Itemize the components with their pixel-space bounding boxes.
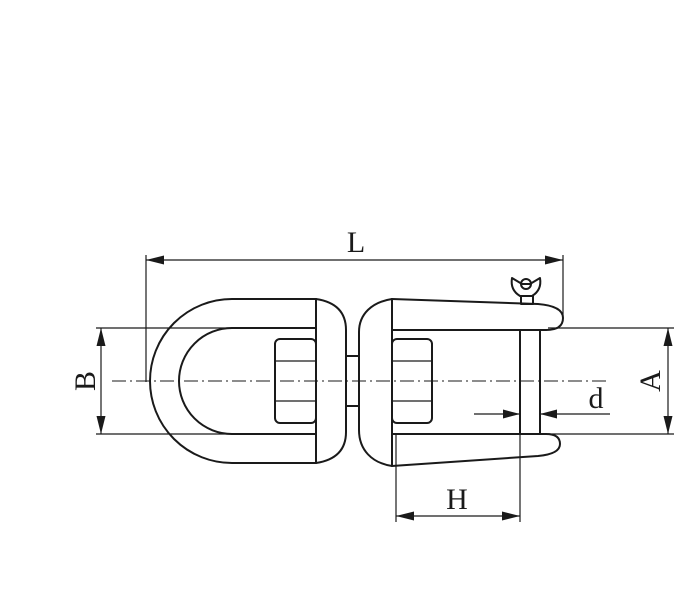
dimension-a-arrow-bottom bbox=[663, 416, 673, 434]
dimension-d-label: d bbox=[589, 382, 604, 415]
dimension-b-arrow-top bbox=[96, 328, 106, 346]
wing-nut-shank bbox=[520, 295, 534, 305]
wing-nut-wings bbox=[510, 277, 542, 297]
dimension-h-arrow-right bbox=[502, 511, 520, 521]
swivel-jaw bbox=[358, 277, 564, 467]
dimension-l-arrow-right bbox=[545, 255, 563, 265]
dimension-d-arrow-left bbox=[503, 409, 520, 419]
dimension-a-arrow-top bbox=[663, 328, 673, 346]
dimension-d-arrow-right bbox=[540, 409, 557, 419]
dimension-l-label: L bbox=[347, 226, 365, 259]
dimension-h-label: H bbox=[446, 483, 468, 516]
swivel-eye bbox=[149, 298, 347, 464]
dimension-h: H bbox=[395, 434, 521, 522]
dimension-a-label: A bbox=[634, 370, 667, 392]
wing-nut-hub bbox=[520, 278, 532, 290]
dimension-b: B bbox=[69, 327, 232, 435]
dimension-b-arrow-bottom bbox=[96, 416, 106, 434]
dimension-l: L bbox=[145, 226, 564, 382]
jaw-bottom-arm bbox=[391, 433, 561, 467]
dimension-l-arrow-left bbox=[146, 255, 164, 265]
dimension-b-label: B bbox=[69, 371, 102, 391]
left-nut bbox=[274, 338, 317, 424]
right-nut bbox=[391, 338, 433, 424]
dimension-a: A bbox=[548, 327, 674, 435]
eye-inner-outline bbox=[178, 327, 317, 435]
wing-nut bbox=[510, 277, 542, 305]
jaw-collar-cap bbox=[358, 298, 393, 467]
eye-outer-outline bbox=[149, 298, 317, 464]
dimension-d: d bbox=[474, 382, 610, 419]
jaw-top-arm bbox=[391, 298, 564, 331]
dimension-h-arrow-left bbox=[396, 511, 414, 521]
